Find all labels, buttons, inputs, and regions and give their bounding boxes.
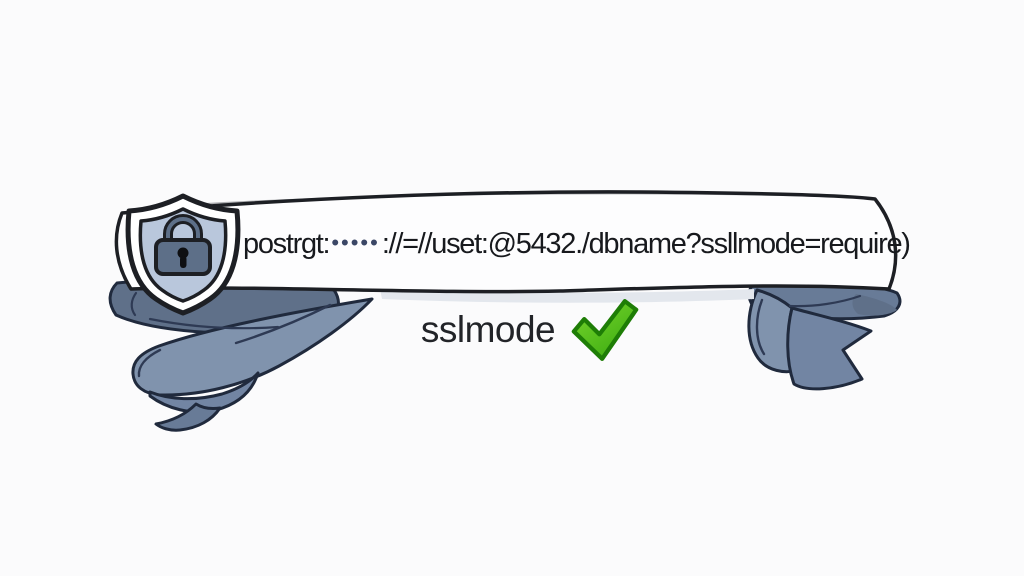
banner-band (114, 190, 898, 294)
left-ribbon-tail-flap (148, 371, 260, 414)
right-ribbon-tail (786, 306, 873, 391)
lock-icon (154, 214, 212, 276)
left-ribbon-crease-1 (234, 303, 332, 345)
right-ribbon-curl (747, 280, 902, 391)
right-ribbon-underfold-shade (852, 294, 897, 316)
lock-keyhole-stem (180, 256, 187, 268)
left-ribbon-crease-2 (137, 348, 162, 378)
banner-top-sketchline (149, 192, 861, 208)
lock-shackle (166, 217, 200, 244)
right-ribbon-crease-1 (755, 298, 766, 356)
banner-scroll (114, 190, 898, 303)
connection-string-suffix: ://=//uset:@5432./dbname?ssllmode=requir… (381, 228, 911, 260)
right-ribbon-crease-2 (788, 294, 862, 308)
check-glyph (571, 298, 639, 361)
green-check-icon (571, 298, 639, 362)
lock-keyhole (177, 247, 189, 259)
left-ribbon-crease-3 (148, 317, 280, 330)
sslmode-label: sslmode (420, 309, 556, 350)
connection-string: postrgt:•••••://=//uset:@5432./dbname?ss… (243, 224, 911, 264)
sslmode-caption: sslmode (312, 296, 748, 364)
password-mask-dots: ••••• (331, 230, 380, 255)
left-ribbon-tail-hook (154, 402, 222, 432)
left-ribbon-crease-4 (130, 291, 138, 317)
connection-string-prefix: postrgt: (243, 228, 331, 260)
check-mark-shape (571, 298, 639, 361)
shield-lock-icon (125, 193, 241, 316)
